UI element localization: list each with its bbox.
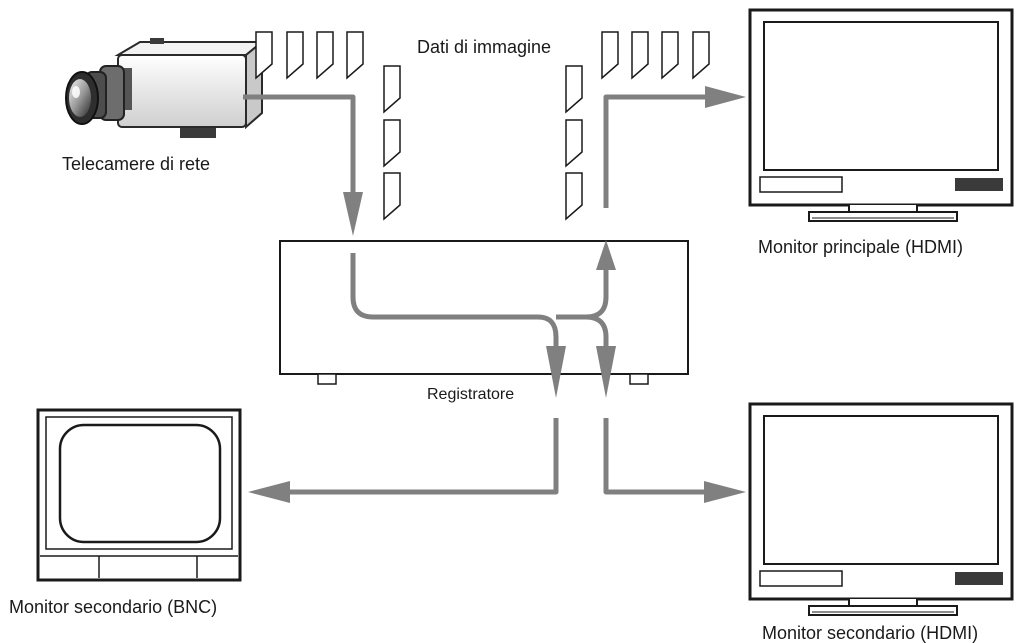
- camera-label: Telecamere di rete: [62, 154, 210, 174]
- recorder-icon: [279, 240, 689, 385]
- sub-monitor-hdmi-icon: [748, 402, 1014, 616]
- flow-arrowheads: [248, 86, 746, 503]
- arrow-right-main-monitor: [705, 86, 746, 108]
- main-monitor-label: Monitor principale (HDMI): [758, 237, 963, 257]
- arrow-down-bnc: [546, 346, 566, 398]
- main-monitor-icon: [748, 8, 1014, 222]
- sub-monitor-bnc-icon: [36, 408, 242, 582]
- image-data-label: Dati di immagine: [417, 37, 551, 57]
- arrow-down-hdmi: [596, 346, 616, 398]
- flow-lines: [243, 94, 708, 495]
- image-data-frames-right: [565, 31, 710, 221]
- image-data-frames-left: [255, 31, 401, 221]
- arrow-up-from-recorder: [596, 240, 616, 270]
- arrow-left-bnc-monitor: [248, 481, 290, 503]
- network-camera-icon: [65, 38, 265, 138]
- sub-monitor-hdmi-label: Monitor secondario (HDMI): [762, 623, 978, 643]
- sub-monitor-bnc-label: Monitor secondario (BNC): [9, 597, 217, 617]
- arrow-right-hdmi-monitor: [704, 481, 746, 503]
- recorder-label: Registratore: [427, 386, 514, 403]
- arrow-down-to-recorder: [343, 192, 363, 236]
